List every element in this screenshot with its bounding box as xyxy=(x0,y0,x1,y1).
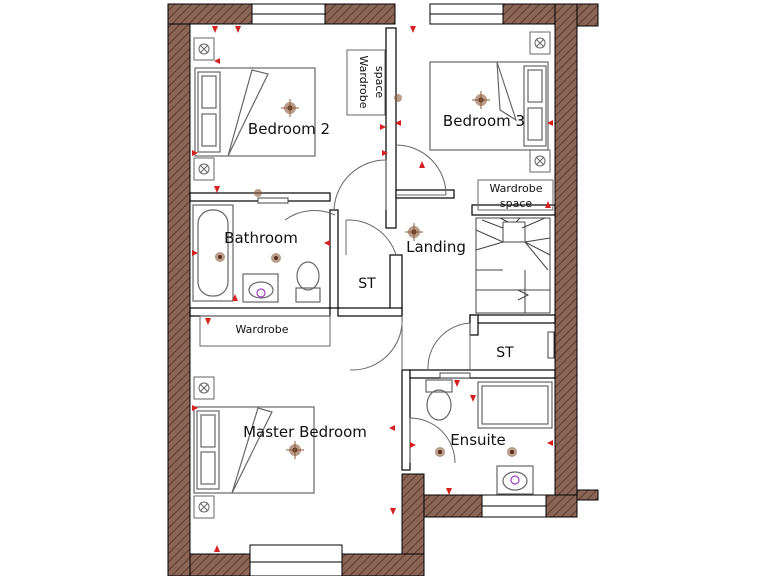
wardrobe-space-label-b2-line1: Wardrobe xyxy=(357,56,370,109)
basin-icon xyxy=(496,465,534,495)
radiator-icon xyxy=(193,31,551,519)
wardrobe-space-label-b3-line1: Wardrobe xyxy=(490,182,543,195)
room-label-bedroom-3: Bedroom 3 xyxy=(443,112,525,130)
bath-icon xyxy=(192,204,234,302)
basin-icon xyxy=(242,273,279,303)
wardrobe-space-label-b2-line2: space xyxy=(373,66,386,99)
room-label-bathroom: Bathroom xyxy=(224,229,298,247)
room-label-bedroom-2: Bedroom 2 xyxy=(248,120,330,138)
room-label-st-landing: ST xyxy=(358,276,376,292)
wardrobe-space-label-b3-line2: space xyxy=(500,197,533,210)
wardrobe-space xyxy=(199,49,554,347)
room-label-st-ensuite: ST xyxy=(496,345,514,361)
wardrobe-label-master: Wardrobe xyxy=(236,323,289,336)
window-icon xyxy=(249,3,547,576)
door-swing-icon xyxy=(284,144,471,464)
room-label-master-bedroom: Master Bedroom xyxy=(243,423,367,441)
bed-icon xyxy=(193,406,315,494)
light-fixture-icon xyxy=(215,91,517,459)
bed-icon xyxy=(429,61,549,151)
radiator-icon xyxy=(257,197,555,379)
bed-icon xyxy=(194,67,316,157)
toilet-icon xyxy=(295,261,321,303)
shower-icon xyxy=(477,381,553,429)
outer-walls xyxy=(167,3,599,576)
room-label-ensuite: Ensuite xyxy=(450,431,506,449)
room-label-landing: Landing xyxy=(406,238,466,256)
toilet-icon xyxy=(425,379,453,421)
staircase-icon xyxy=(475,217,551,314)
socket-marker-icon xyxy=(192,26,553,552)
